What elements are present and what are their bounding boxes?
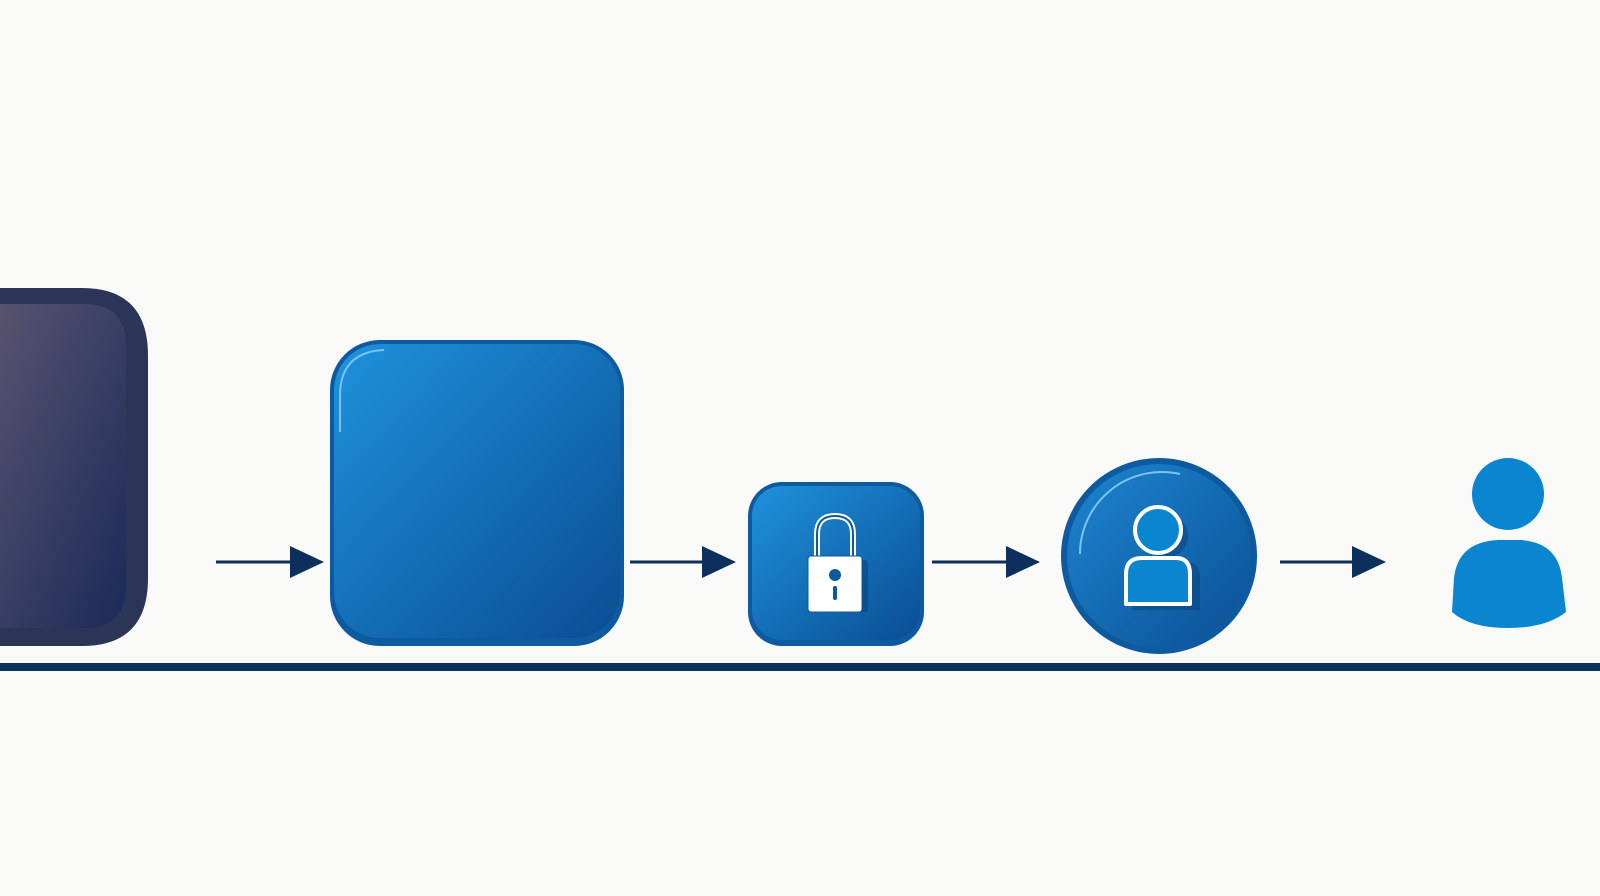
arrow-connector-1 xyxy=(216,546,324,578)
arrow-connector-4 xyxy=(1280,546,1386,578)
user-icon xyxy=(1124,505,1200,610)
node-dark-box xyxy=(0,288,148,646)
node-lock-box xyxy=(748,482,924,646)
person-icon xyxy=(1452,458,1566,628)
lock-icon xyxy=(807,512,868,613)
node-user-circle xyxy=(1061,458,1257,654)
arrow-connector-2 xyxy=(630,546,736,578)
baseline-rule xyxy=(0,663,1600,671)
node-highlight xyxy=(339,349,385,432)
node-highlight xyxy=(1079,471,1181,555)
arrow-connector-3 xyxy=(932,546,1040,578)
node-blue-box xyxy=(330,340,624,646)
